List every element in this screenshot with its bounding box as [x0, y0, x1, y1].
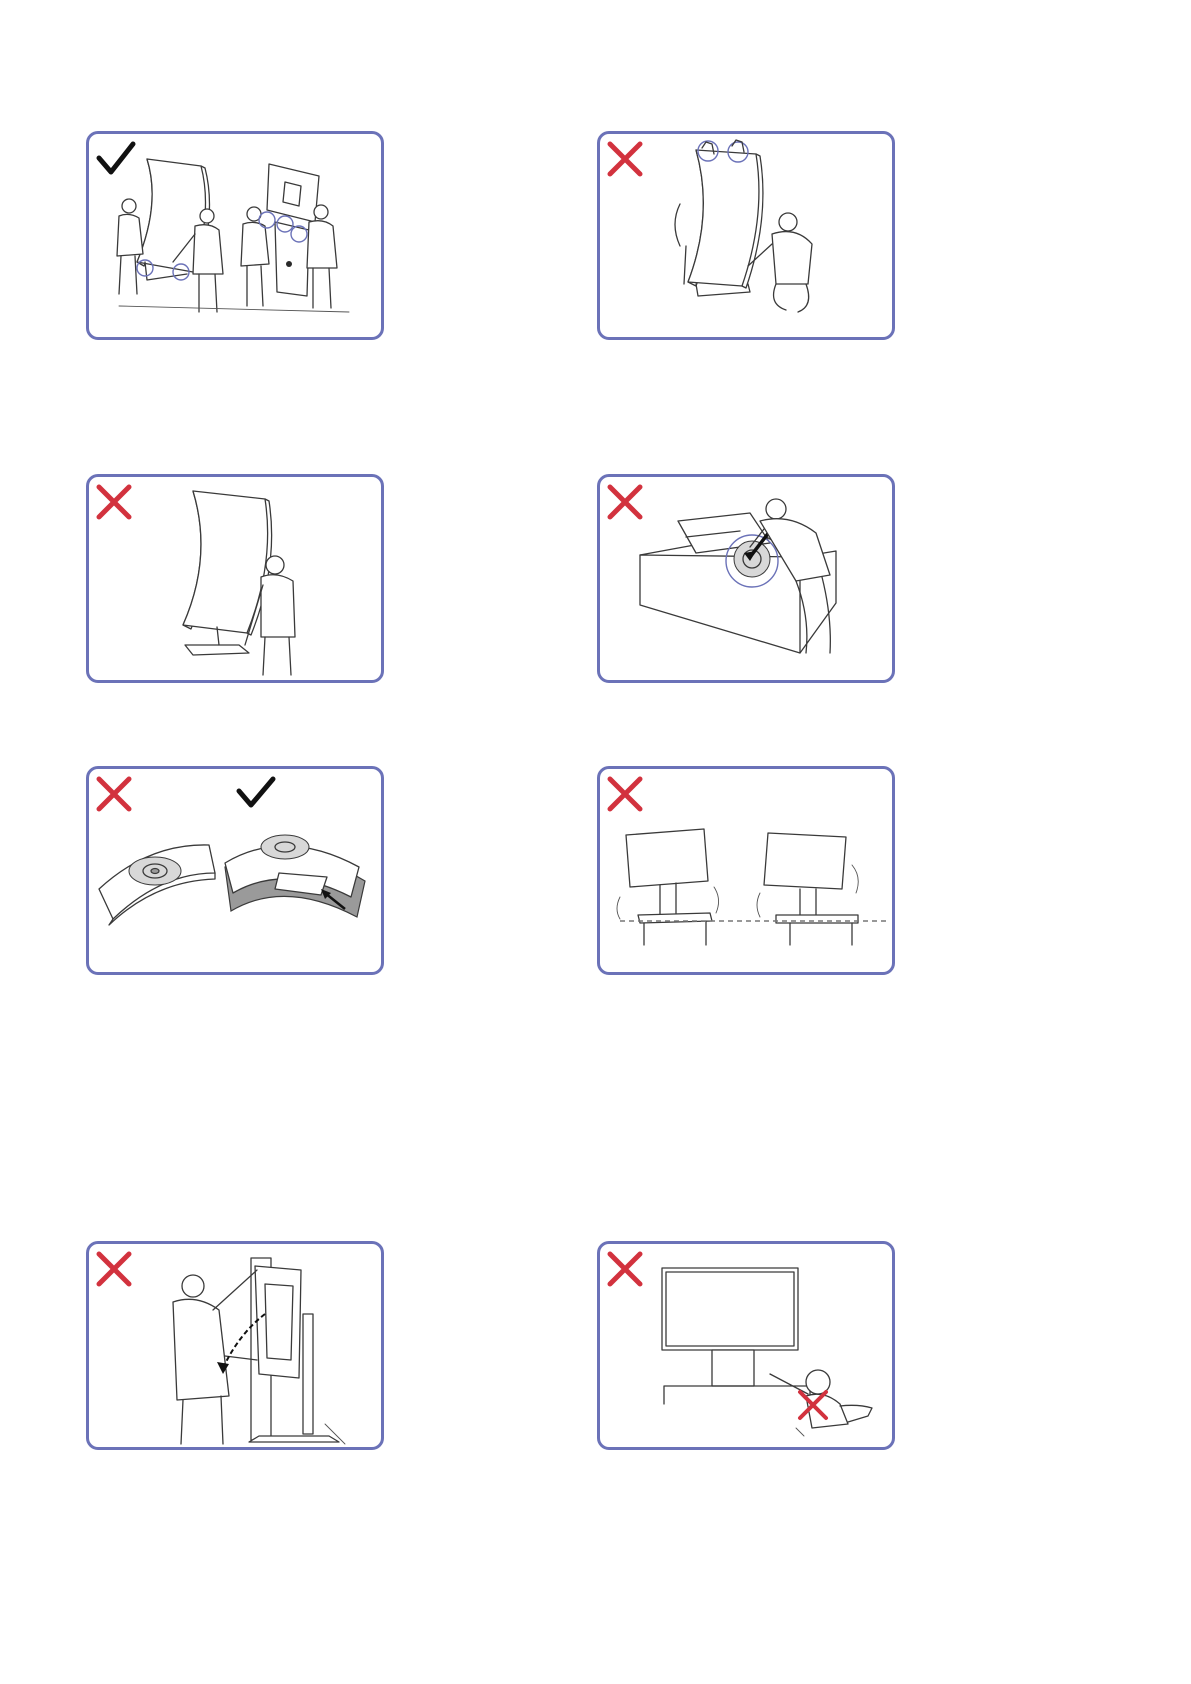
- cross-icon: [99, 487, 129, 517]
- holding-by-stand-illustration: [89, 477, 381, 680]
- rotating-monitor-illustration: [89, 1244, 381, 1447]
- illustration-panel-6: [597, 766, 895, 975]
- check-icon: [99, 144, 133, 172]
- unstable-surface-illustration: [600, 769, 892, 972]
- monitor-face-down-illustration: [89, 769, 381, 972]
- cross-icon: [610, 779, 640, 809]
- cross-icon: [610, 144, 640, 174]
- cross-icon: [99, 779, 129, 809]
- cross-icon: [610, 1254, 640, 1284]
- lifting-by-top-edge-illustration: [600, 134, 892, 337]
- child-near-monitor-illustration: [600, 1244, 892, 1447]
- illustration-panel-2: [597, 131, 895, 340]
- assembling-on-box-illustration: [600, 477, 892, 680]
- cross-icon: [99, 1254, 129, 1284]
- illustration-panel-8: [597, 1241, 895, 1450]
- illustration-panel-7: [86, 1241, 384, 1450]
- cross-icon: [610, 487, 640, 517]
- illustration-panel-5: [86, 766, 384, 975]
- two-people-carrying-monitor-illustration: [89, 134, 381, 337]
- illustration-panel-4: [597, 474, 895, 683]
- illustration-panel-3: [86, 474, 384, 683]
- check-icon: [239, 779, 273, 805]
- illustration-panel-1: [86, 131, 384, 340]
